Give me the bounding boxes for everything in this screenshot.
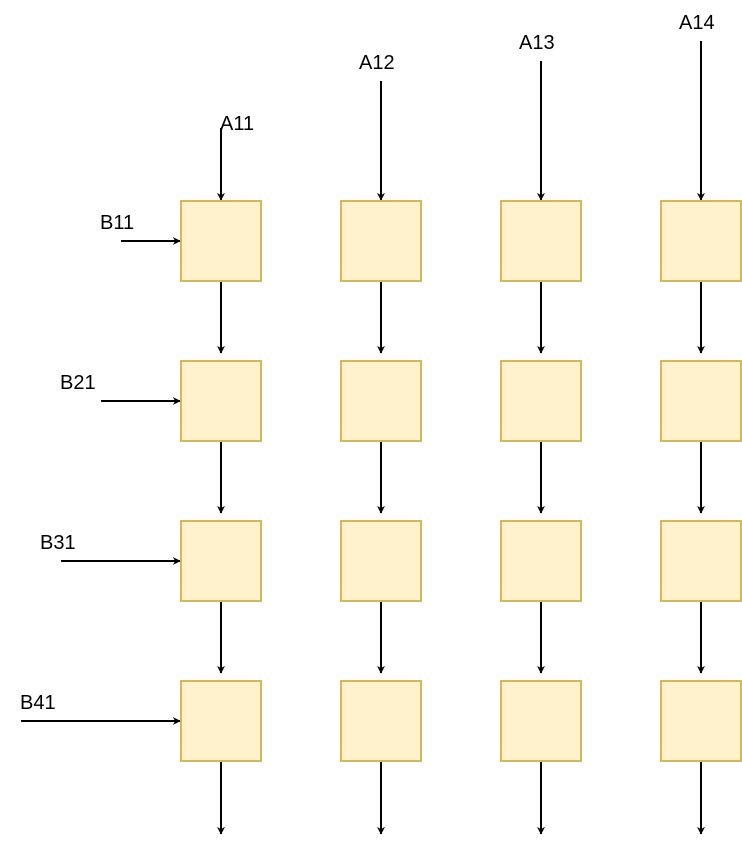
- column-input-label: A11: [220, 113, 254, 135]
- processing-cell-r1c4: [660, 200, 742, 282]
- processing-cell-r4c1: [180, 680, 262, 762]
- processing-cell-r1c1: [180, 200, 262, 282]
- column-input-label: A14: [679, 12, 715, 34]
- processing-cell-r2c3: [500, 360, 582, 442]
- row-input-label: B41: [20, 692, 56, 714]
- processing-cell-r4c2: [340, 680, 422, 762]
- processing-cell-r2c2: [340, 360, 422, 442]
- row-input-label: B31: [40, 532, 76, 554]
- processing-cell-r3c4: [660, 520, 742, 602]
- row-input-label: B11: [100, 212, 134, 234]
- processing-cell-r1c2: [340, 200, 422, 282]
- processing-cell-r4c4: [660, 680, 742, 762]
- column-input-label: A13: [519, 32, 555, 54]
- processing-cell-r1c3: [500, 200, 582, 282]
- column-input-label: A12: [359, 52, 395, 74]
- processing-cell-r3c2: [340, 520, 422, 602]
- processing-cell-r4c3: [500, 680, 582, 762]
- processing-cell-r2c4: [660, 360, 742, 442]
- row-input-label: B21: [60, 372, 96, 394]
- processing-cell-r3c1: [180, 520, 262, 602]
- processing-cell-r3c3: [500, 520, 582, 602]
- processing-cell-r2c1: [180, 360, 262, 442]
